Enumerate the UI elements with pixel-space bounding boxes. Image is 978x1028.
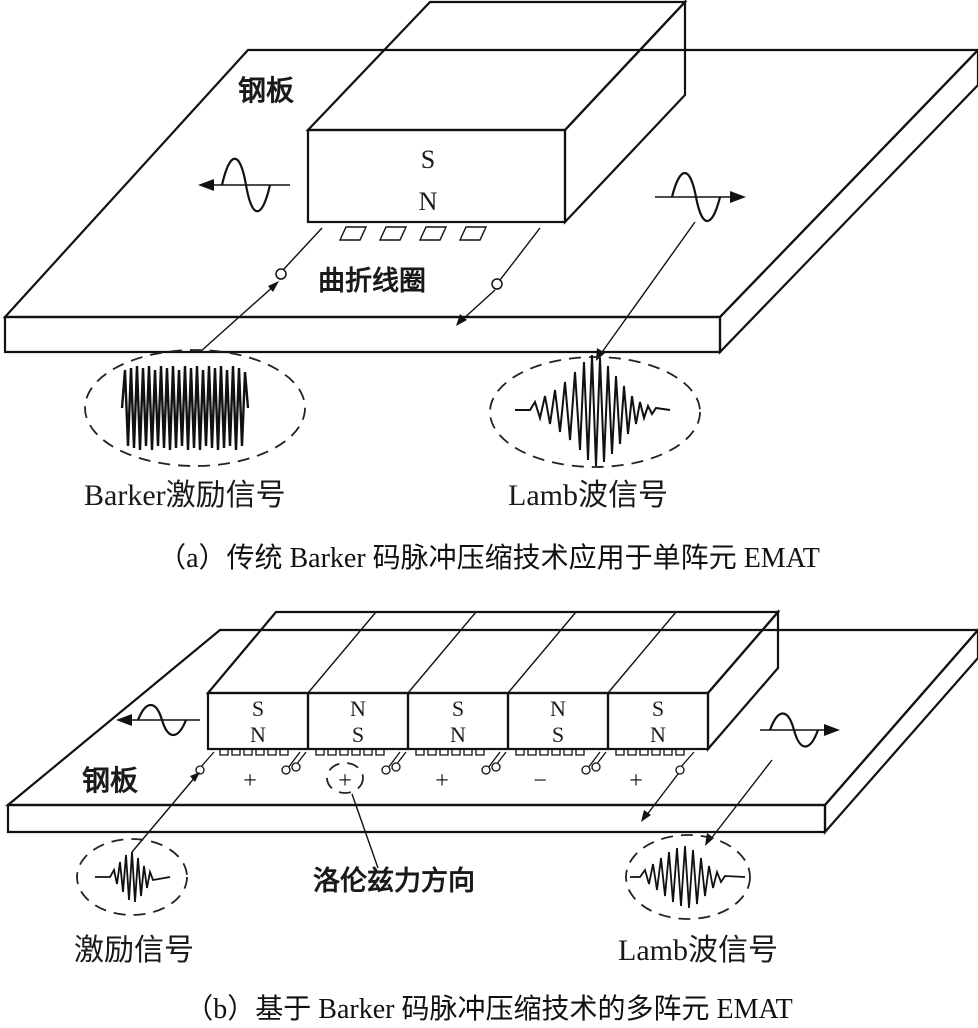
left-wave-arrow-b: [116, 703, 200, 737]
magnet-2-bottom: S: [352, 722, 364, 747]
magnet-pole-top-a: S: [421, 145, 435, 174]
force-direction-label: 洛伦兹力方向: [313, 865, 475, 897]
magnet-5-bottom: N: [650, 722, 666, 747]
magnet-3-bottom: N: [450, 722, 466, 747]
caption-a: （a）传统 Barker 码脉冲压缩技术应用于单阵元 EMAT: [158, 542, 820, 574]
magnet-1-top: S: [252, 696, 264, 721]
force-pointer: [351, 793, 379, 869]
left-wave-arrow-a: [198, 157, 290, 213]
caption-b: （b）基于 Barker 码脉冲压缩技术的多阵元 EMAT: [185, 993, 792, 1025]
excitation-lead-a: [199, 284, 276, 353]
magnet-2-top: N: [350, 696, 366, 721]
return-lead-b: [645, 773, 679, 817]
magnet-3-top: S: [452, 696, 464, 721]
panel-a: 钢板 S N 曲折线圈: [2, 0, 978, 574]
magnet-1-bottom: N: [250, 722, 266, 747]
right-wave-arrow-a: [655, 172, 746, 222]
excitation-signal-b: [76, 838, 188, 916]
force-sign-2: +: [338, 768, 352, 794]
magnet-array-b: [205, 609, 781, 752]
magnet-4-top: N: [550, 696, 566, 721]
meander-coil-a: [275, 226, 541, 290]
coil-label-a: 曲折线圈: [318, 266, 426, 297]
excitation-label-a: Barker激励信号: [84, 479, 286, 512]
force-sign-4: −: [533, 768, 547, 794]
lamb-label-a: Lamb波信号: [508, 479, 668, 512]
force-sign-3: +: [435, 768, 449, 794]
coil-array-b: [195, 750, 695, 775]
barker-signal-a: [84, 349, 306, 467]
magnet-5: [606, 691, 710, 751]
plate-label-a: 钢板: [238, 74, 294, 107]
return-lead-a: [461, 289, 496, 321]
magnet-a: [305, 0, 688, 225]
force-sign-1: +: [243, 768, 257, 794]
lamb-lead-a: [599, 221, 696, 356]
panel-b: 钢板 S N N S S N N S S N: [4, 609, 978, 1025]
magnet-pole-bottom-a: N: [419, 187, 438, 216]
lamb-lead-b: [709, 759, 773, 841]
excitation-label-b: 激励信号: [74, 934, 194, 967]
plate-label-b: 钢板: [82, 764, 138, 797]
excitation-lead-b: [131, 775, 197, 853]
steel-plate-a: [2, 48, 978, 355]
lamb-label-b: Lamb波信号: [618, 934, 778, 967]
lamb-signal-a: [489, 354, 701, 468]
steel-plate-b: [4, 628, 978, 835]
magnet-5-top: S: [652, 696, 664, 721]
right-wave-arrow-b: [760, 712, 840, 748]
force-sign-5: +: [629, 768, 643, 794]
force-highlight-circle: [326, 762, 364, 794]
lamb-signal-b: [625, 834, 751, 920]
magnet-4-bottom: S: [552, 722, 564, 747]
